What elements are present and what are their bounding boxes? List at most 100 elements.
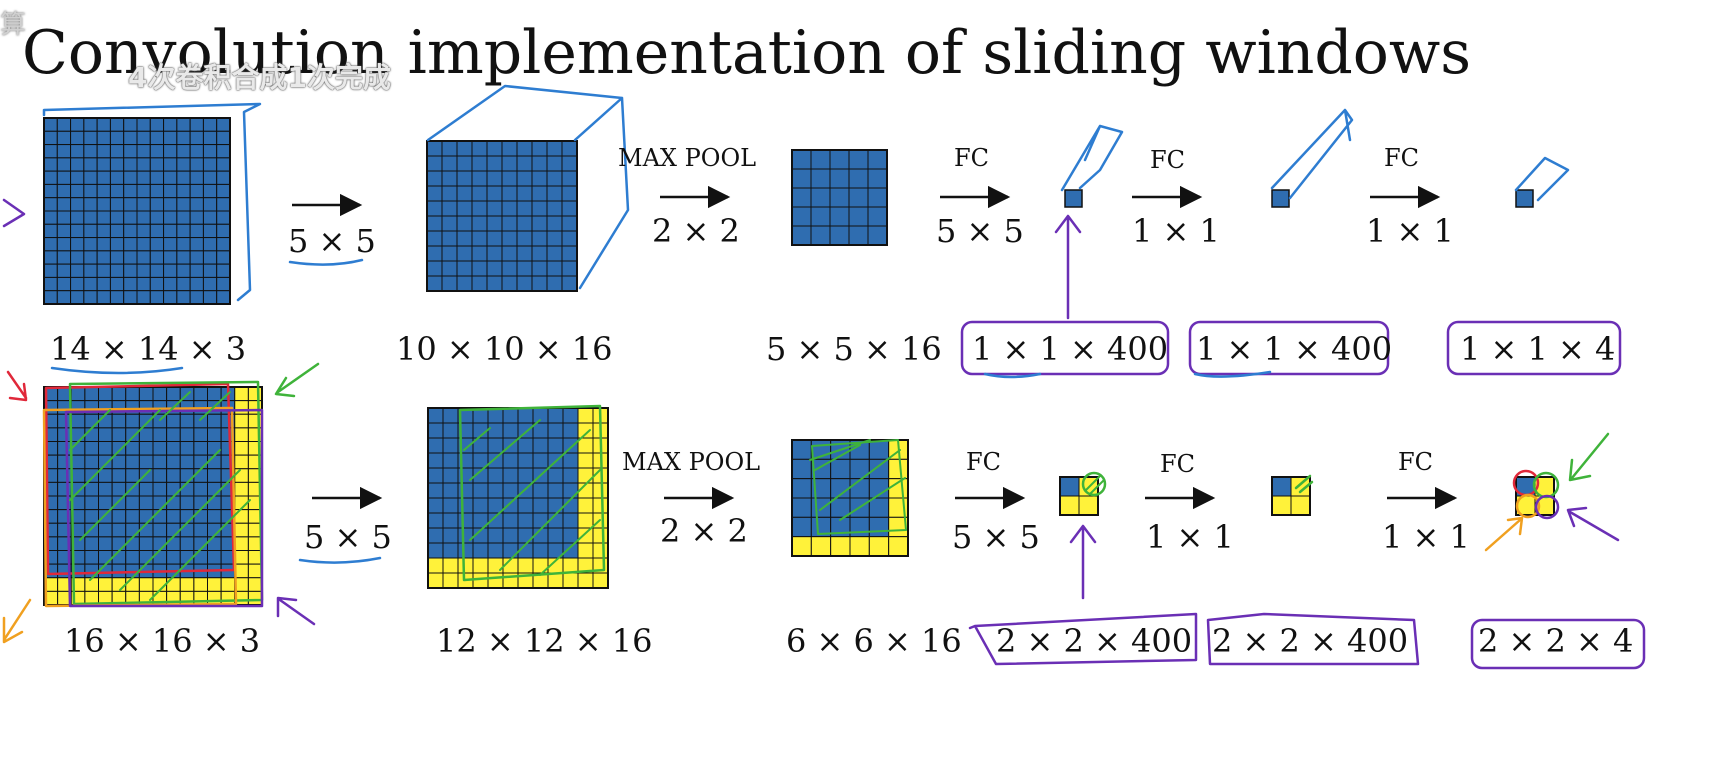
grid-cell <box>163 144 178 159</box>
grid-cell <box>234 550 249 565</box>
grid-cell <box>441 185 458 202</box>
grid-cell <box>207 577 222 592</box>
ink-arrow-orange-out <box>1484 516 1524 552</box>
grid-cell <box>166 577 181 592</box>
grid-cell <box>149 250 165 265</box>
grid-cell <box>84 427 100 443</box>
grid-cell <box>561 185 578 202</box>
grid-cell <box>829 168 850 189</box>
grid-cell <box>70 170 85 185</box>
grid-cell <box>486 245 503 262</box>
grid-cell <box>441 215 458 232</box>
grid-cell <box>547 572 564 589</box>
grid-cell <box>561 200 578 217</box>
grid-cell <box>152 454 168 470</box>
grid-border <box>1271 476 1311 516</box>
grid-cell <box>234 441 249 456</box>
grid-cell <box>456 170 473 187</box>
grid-cell <box>426 260 443 277</box>
grid-cell <box>441 275 458 292</box>
grid-cell <box>502 542 519 559</box>
grid-cell <box>471 230 488 247</box>
grid-cell <box>138 550 154 565</box>
grid-cell <box>810 168 831 189</box>
grid-cell <box>202 290 218 305</box>
grid-cell <box>426 200 443 217</box>
grid-cell <box>43 276 58 292</box>
grid-cell <box>109 157 125 172</box>
grid-cell <box>70 263 85 278</box>
grid-cell <box>1271 495 1292 516</box>
grid-border <box>1059 476 1099 516</box>
grid-cell <box>427 422 444 439</box>
fc-unit-top-2 <box>1271 189 1290 208</box>
ink-circle-out-purple <box>1534 494 1560 520</box>
grid-cell <box>125 577 140 592</box>
grid-cell <box>152 468 168 483</box>
grid-cell <box>111 522 127 538</box>
grid-cell <box>83 130 98 146</box>
grid-cell <box>442 407 459 424</box>
grid-cell <box>163 157 178 172</box>
grid-cell <box>179 509 195 524</box>
bot-conv-size: 5 × 5 <box>304 518 392 556</box>
grid-cell <box>152 386 168 402</box>
grid-cell <box>189 290 204 305</box>
ink-underline-fc2-top <box>1193 370 1272 378</box>
grid-cell <box>442 482 459 499</box>
grid-cell <box>486 155 503 172</box>
grid-cell <box>216 290 231 305</box>
ink-arrow-up-bot <box>1069 524 1097 600</box>
grid-cell <box>849 536 870 557</box>
grid-cell <box>441 200 458 217</box>
grid-cell <box>96 197 111 212</box>
grid-cell <box>43 290 58 305</box>
grid-cell <box>70 210 85 225</box>
grid-cell <box>136 130 151 146</box>
grid-cell <box>84 536 100 552</box>
grid-cell <box>532 497 549 514</box>
top-fc2-size: 1 × 1 <box>1132 212 1220 250</box>
grid-cell <box>472 557 489 574</box>
grid-cell <box>247 563 263 579</box>
grid-cell <box>487 482 504 499</box>
grid-cell <box>517 497 534 514</box>
grid-cell <box>125 536 140 552</box>
grid-cell <box>109 250 125 265</box>
grid-cell <box>561 245 578 262</box>
grid-cell <box>457 497 474 514</box>
grid-border <box>791 149 888 246</box>
grid-cell <box>791 458 812 480</box>
grid-cell <box>96 276 111 292</box>
grid-cell <box>179 590 195 606</box>
grid-cell <box>848 149 869 170</box>
grid-cell <box>193 386 209 402</box>
grid-cell <box>561 170 578 187</box>
grid-cell <box>152 522 168 538</box>
grid-cell <box>176 197 191 212</box>
grid-cell <box>96 263 111 278</box>
top-fc2-dims: 1 × 1 × 400 <box>1196 330 1393 368</box>
grid-cell <box>502 407 519 424</box>
grid-cell <box>111 495 127 511</box>
grid-cell <box>561 230 578 247</box>
ink-cube-top-l1 <box>426 84 630 290</box>
grid-cell <box>202 144 218 159</box>
grid-cell <box>163 263 178 278</box>
grid-cell <box>207 509 222 524</box>
grid-cell <box>207 427 222 443</box>
grid-cell <box>43 170 58 185</box>
grid-cell <box>532 452 549 469</box>
grid-cell <box>43 117 58 132</box>
grid-cell <box>193 413 209 429</box>
grid-cell <box>501 200 518 217</box>
grid-cell <box>441 230 458 247</box>
grid-cell <box>791 206 812 227</box>
grid-cell <box>98 481 113 497</box>
grid-cell <box>234 400 249 415</box>
grid-cell <box>791 187 812 208</box>
grid-cell <box>163 276 178 292</box>
grid-cell <box>96 290 111 305</box>
grid-cell <box>547 497 564 514</box>
grid-cell <box>70 183 85 199</box>
